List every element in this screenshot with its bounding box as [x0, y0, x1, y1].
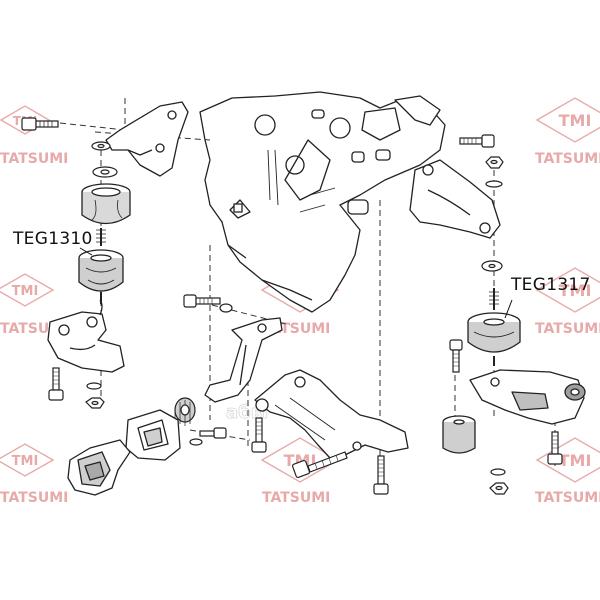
- svg-text:TMI: TMI: [559, 451, 592, 470]
- right-washer-mid: [481, 260, 503, 272]
- tatsumi-text-3: TATSUMI: [535, 151, 600, 167]
- center-lower-right-bolt: [373, 455, 389, 495]
- tmi-logo-bot-left: TMI: [0, 443, 55, 477]
- tatsumi-text-1: TATSUMI: [0, 151, 68, 167]
- tmi-logo-bot-right: TMI: [535, 437, 600, 483]
- leader-lines: [79, 247, 513, 319]
- center-small-bolt: [189, 427, 227, 446]
- center-gearbox-mount-housing: [125, 409, 181, 461]
- left-lower-washer: [86, 382, 102, 390]
- right-top-bracket: [409, 159, 501, 239]
- svg-text:TMI: TMI: [559, 281, 592, 300]
- svg-text:TMI: TMI: [12, 454, 39, 469]
- left-washer-small: [91, 141, 111, 151]
- center-long-bolt: [291, 451, 348, 479]
- right-nut-top: [485, 156, 504, 169]
- center-mount-bracket: [204, 317, 283, 403]
- left-nut-washer: [92, 166, 118, 178]
- part-label-teg1317: TEG1317: [511, 275, 591, 295]
- engine-block: абвг: [199, 91, 446, 423]
- left-bolt-top: [21, 117, 59, 131]
- tatsumi-text-8: TATSUMI: [262, 490, 330, 506]
- svg-text:TMI: TMI: [284, 451, 317, 470]
- part-label-teg1310: TEG1310: [13, 229, 93, 249]
- tmi-logo-mid-left: TMI: [0, 273, 55, 307]
- right-washer-top: [485, 180, 503, 188]
- tatsumi-text-6: TATSUMI: [535, 321, 600, 337]
- tmi-logo-mid-right: TMI: [535, 267, 600, 313]
- center-subframe-arm: [254, 369, 409, 459]
- right-lower-bracket: [469, 369, 586, 425]
- left-upper-buffer: [81, 183, 131, 225]
- left-lower-nut: [85, 397, 105, 409]
- tatsumi-text-7: TATSUMI: [0, 490, 68, 506]
- left-lower-bracket: [47, 299, 125, 373]
- center-rubber-bushing: [174, 397, 196, 426]
- center-bolt-top: [183, 294, 233, 313]
- right-lower-washer: [490, 468, 506, 476]
- center-left-mount: [67, 439, 131, 496]
- right-rubber-bushing: [442, 415, 476, 454]
- tmi-logo-top-right: TMI: [535, 97, 600, 143]
- left-top-bracket: [105, 101, 189, 177]
- svg-text:TMI: TMI: [12, 284, 39, 299]
- right-bolt-mid: [449, 339, 463, 373]
- right-lower-nut: [489, 482, 509, 495]
- right-lower-bolt: [547, 431, 563, 465]
- tatsumi-text-9: TATSUMI: [535, 490, 600, 506]
- svg-text:TMI: TMI: [559, 111, 592, 130]
- right-engine-mount-teg1317: [467, 288, 521, 366]
- left-lower-bolt: [48, 367, 64, 401]
- right-bolt-top: [459, 134, 495, 148]
- center-bolt-lower: [251, 417, 267, 453]
